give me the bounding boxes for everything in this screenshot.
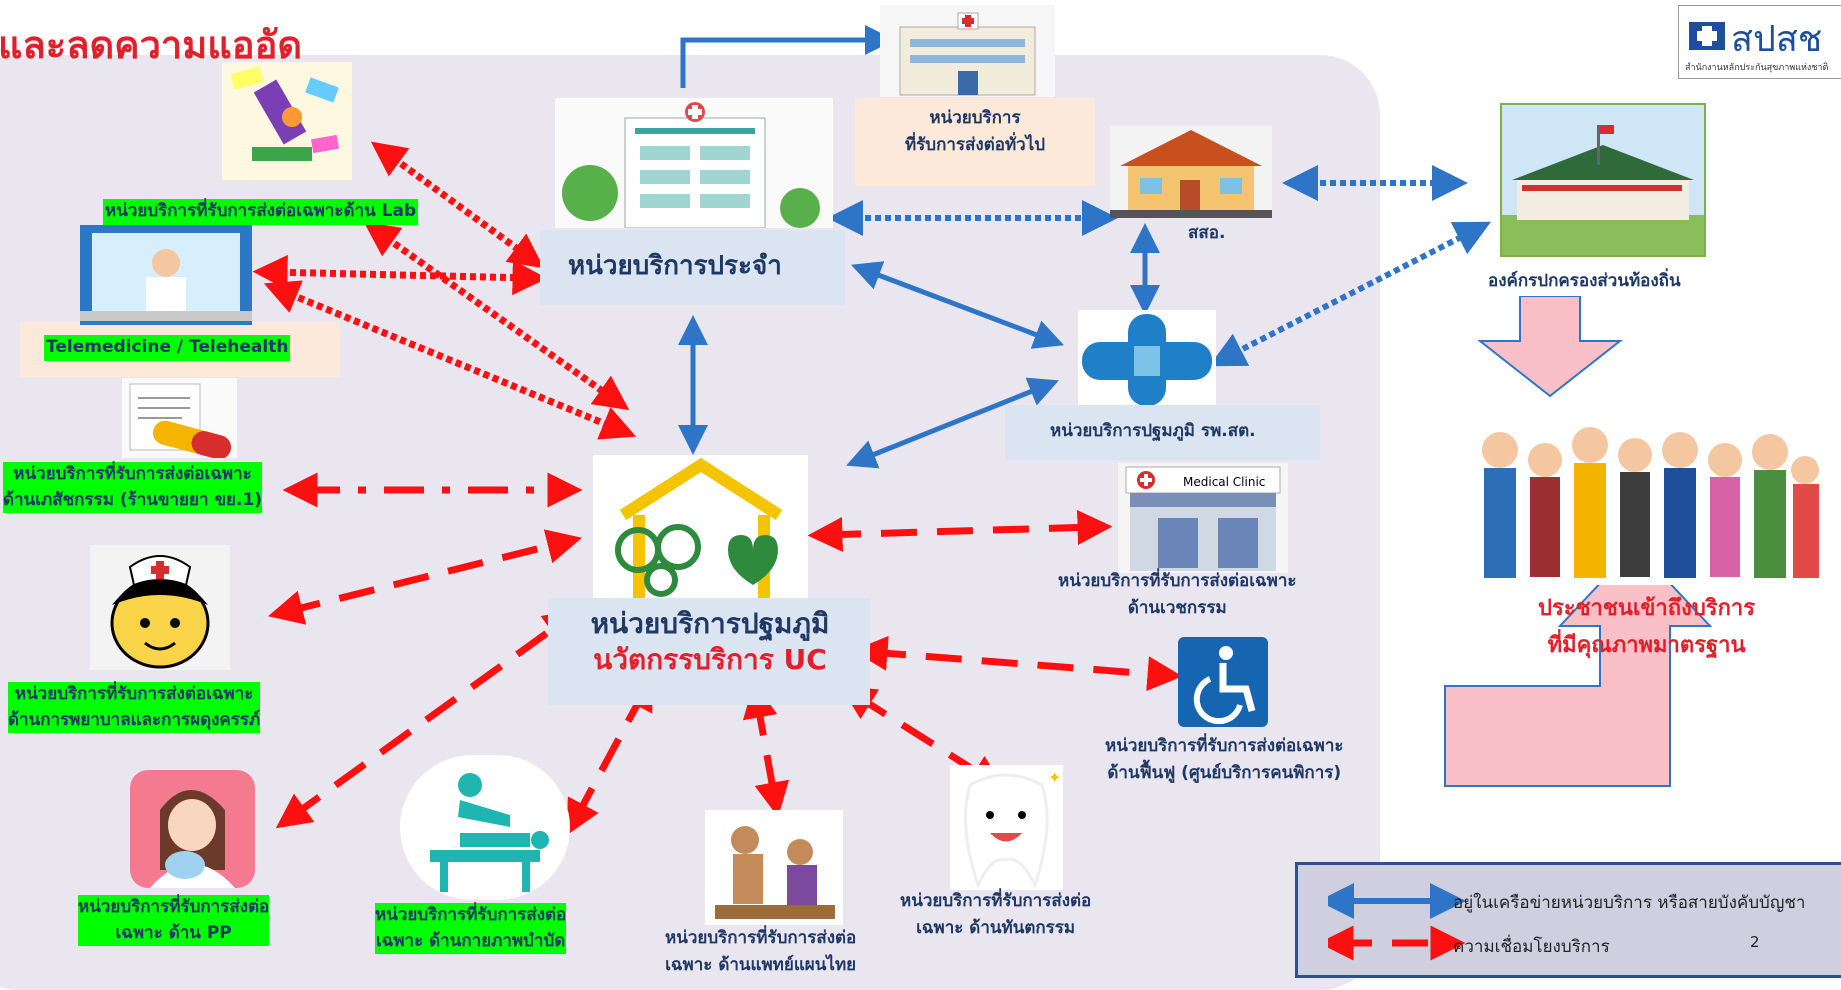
label-pharmacy: หน่วยบริการที่รับการส่งต่อเฉพาะ ด้านเภสั…: [3, 462, 263, 513]
blue-solid-arrows: [678, 25, 1160, 469]
blue-dotted-arrows: [827, 165, 1492, 367]
label-nursing-line2: ด้านการพยาบาลและการผดุงครรภ์: [8, 707, 261, 733]
legend-symbols: [1328, 883, 1466, 961]
label-primary-innovation: หน่วยบริการปฐมภูมิ นวัตกรรบริการ UC: [560, 606, 860, 679]
nhso-logo-icon: [1689, 22, 1725, 50]
label-general-referral: หน่วยบริการ ที่รับการส่งต่อทั่วไป: [880, 105, 1070, 159]
house-icon: [1110, 126, 1272, 218]
rpsat-box: [1005, 405, 1320, 460]
outcome-line2: ที่มีคุณภาพมาตรฐาน: [1547, 633, 1746, 659]
medical-clinic-icon: Medical Clinic: [1118, 463, 1288, 573]
label-dental-line2: เฉพาะ ด้านทันตกรรม: [916, 918, 1076, 939]
up-turn-arrow-shape: [1444, 544, 1713, 787]
label-thai-medicine: หน่วยบริการที่รับการส่งต่อ เฉพาะ ด้านแพท…: [665, 925, 856, 979]
family-home-icon: [593, 455, 808, 605]
label-telemedicine: Telemedicine / Telehealth: [44, 335, 291, 361]
label-thai-medicine-line2: เฉพาะ ด้านแพทย์แผนไทย: [665, 955, 857, 976]
label-pp-line2: เฉพาะ ด้าน PP: [78, 920, 270, 946]
nhso-logo: สปสช สำนักงานหลักประกันสุขภาพแห่งชาติ: [1678, 5, 1841, 79]
label-nursing: หน่วยบริการที่รับการส่งต่อเฉพาะ ด้านการพ…: [8, 682, 261, 733]
tooth-icon: ✦: [950, 765, 1063, 890]
label-pharmacy-line1: หน่วยบริการที่รับการส่งต่อเฉพาะ: [3, 462, 263, 488]
rpsat-logo-icon: [1078, 310, 1216, 410]
label-medtech-line2: ด้านเวชกรรม: [1127, 598, 1227, 619]
label-pharmacy-line2: ด้านเภสัชกรรม (ร้านขายยา ขย.1): [3, 487, 263, 513]
label-rpsat: หน่วยบริการปฐมภูมิ รพ.สต.: [1050, 421, 1256, 441]
label-thai-medicine-line1: หน่วยบริการที่รับการส่งต่อ: [665, 928, 857, 948]
main-unit-box: [540, 230, 845, 305]
clinic-sign-text: Medical Clinic: [1183, 475, 1265, 489]
label-nursing-line1: หน่วยบริการที่รับการส่งต่อเฉพาะ: [8, 682, 261, 708]
page-title: และลดความแออัด: [0, 23, 303, 67]
local-government-building-icon: [1500, 103, 1706, 257]
label-physio-line1: หน่วยบริการที่รับการส่งต่อ: [375, 903, 567, 929]
general-referral-box: [855, 98, 1095, 186]
down-arrow-shape: [1477, 296, 1623, 398]
microscope-icon: [222, 62, 352, 180]
label-primary-innovation-line2: นวัตกรรบริการ UC: [593, 643, 827, 677]
label-general-referral-line1: หน่วยบริการ: [929, 108, 1021, 128]
label-rehab: หน่วยบริการที่รับการส่งต่อเฉพาะ ด้านฟื้น…: [1105, 733, 1344, 787]
physiotherapy-icon: [400, 755, 570, 900]
legend: อยู่ในเครือข่ายหน่วยบริการ หรือสายบังคับ…: [1295, 862, 1841, 978]
logo-text: สปสช: [1731, 19, 1823, 60]
page-number: 2: [1750, 933, 1760, 951]
hospital-building-icon: [880, 5, 1055, 97]
label-sso: สสอ.: [1188, 223, 1226, 243]
red-dotted-arrows: [252, 141, 637, 440]
label-medtech-line1: หน่วยบริการที่รับการส่งต่อเฉพาะ: [1058, 571, 1297, 591]
legend-red-label: ความเชื่อมโยงบริการ: [1453, 937, 1610, 957]
logo-subtext: สำนักงานหลักประกันสุขภาพแห่งชาติ: [1685, 63, 1829, 73]
thai-massage-icon: [705, 810, 843, 925]
primary-innovation-box: [548, 598, 870, 705]
main-hospital-icon: [555, 98, 833, 228]
mother-baby-icon: [130, 770, 255, 888]
legend-blue-label: อยู่ในเครือข่ายหน่วยบริการ หรือสายบังคับ…: [1453, 893, 1806, 913]
people-group-icon: [1470, 410, 1822, 585]
telemedicine-icon: [80, 225, 252, 325]
label-medtech: หน่วยบริการที่รับการส่งต่อเฉพาะ ด้านเวชก…: [1058, 568, 1297, 622]
wheelchair-icon: [1178, 637, 1268, 727]
label-local-gov: องค์กรปกครองส่วนท้องถิ่น: [1488, 271, 1681, 291]
svg-text:✦: ✦: [1048, 768, 1061, 787]
label-dental: หน่วยบริการที่รับการส่งต่อ เฉพาะ ด้านทัน…: [900, 888, 1091, 942]
label-general-referral-line2: ที่รับการส่งต่อทั่วไป: [904, 135, 1046, 156]
label-physio: หน่วยบริการที่รับการส่งต่อ เฉพาะ ด้านกาย…: [375, 903, 567, 954]
outcome-line1: ประชาชนเข้าถึงบริการ: [1538, 596, 1756, 621]
label-primary-innovation-line1: หน่วยบริการปฐมภูมิ: [590, 607, 830, 640]
label-physio-line2: เฉพาะ ด้านกายภาพบำบัด: [375, 928, 567, 954]
medicine-pill-icon: [122, 378, 237, 458]
label-rehab-line1: หน่วยบริการที่รับการส่งต่อเฉพาะ: [1105, 736, 1344, 756]
outcome-text: ประชาชนเข้าถึงบริการ ที่มีคุณภาพมาตรฐาน: [1538, 590, 1755, 665]
label-pp: หน่วยบริการที่รับการส่งต่อ เฉพาะ ด้าน PP: [78, 895, 270, 946]
label-pp-line1: หน่วยบริการที่รับการส่งต่อ: [78, 895, 270, 921]
nurse-icon: [90, 545, 230, 670]
label-lab: หน่วยบริการที่รับการส่งต่อเฉพาะด้าน Lab: [103, 199, 419, 225]
outcome-arrows: [1444, 296, 1713, 787]
label-dental-line1: หน่วยบริการที่รับการส่งต่อ: [900, 891, 1092, 911]
label-rehab-line2: ด้านฟื้นฟู (ศูนย์บริการคนพิการ): [1107, 763, 1342, 784]
label-main-unit: หน่วยบริการประจำ: [568, 251, 782, 281]
